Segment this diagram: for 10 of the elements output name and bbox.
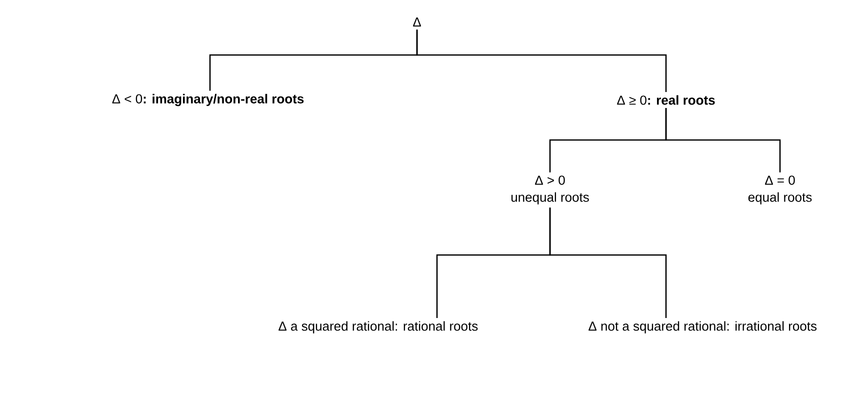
tree-node-text: Δ: [413, 18, 421, 26]
tree-node-text: Δ a squared rational: rational roots: [278, 321, 478, 334]
tree-connector: [665, 108, 781, 172]
tree-node-text: Δ not a squared rational: irrational roots: [588, 321, 817, 334]
tree-node-text: Δ ≥ 0: real roots: [617, 95, 715, 105]
tree-node-text: Δ = 0 equal roots: [748, 176, 812, 204]
tree-node-text: Δ < 0: imaginary/non-real roots: [112, 94, 304, 106]
tree-node-text: Δ > 0 unequal roots: [511, 176, 589, 204]
tree-connector: [416, 30, 667, 92]
tree-connector: [549, 208, 667, 318]
